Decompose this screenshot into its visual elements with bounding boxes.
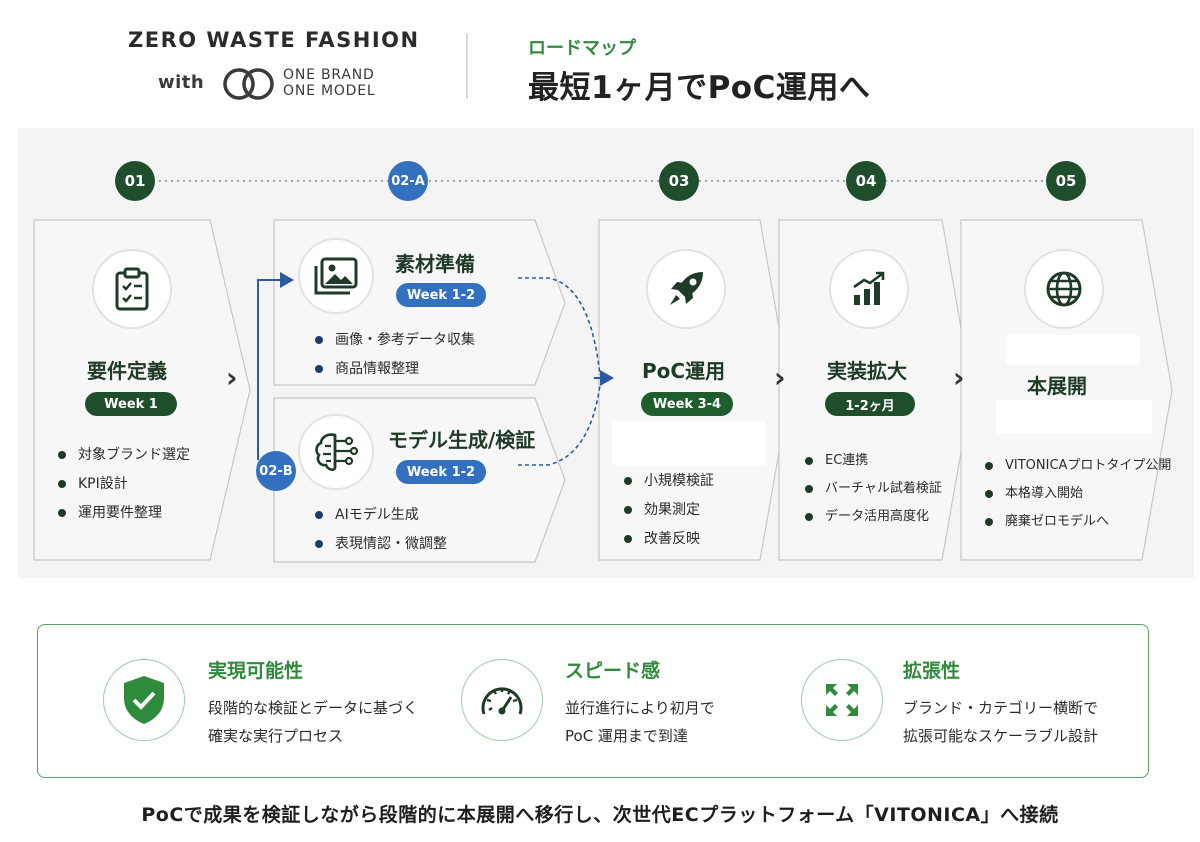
chevron-right-icon: › xyxy=(774,361,786,394)
step-icon-02a xyxy=(298,238,374,314)
feature-desc-feasibility: 段階的な検証とデータに基づく 確実な実行プロセス xyxy=(208,694,418,750)
feature-desc-line: ブランド・カテゴリー横断で xyxy=(903,699,1099,717)
step-bullets-05: VITONICAプロトタイプ公開 本格導入開始 廃棄ゼロモデルへ xyxy=(983,457,1171,541)
redacted-area xyxy=(996,400,1152,434)
merge-connector-a xyxy=(518,277,601,376)
step-number-02a: 02-A xyxy=(388,161,428,201)
feature-desc-line: 拡張可能なスケーラブル設計 xyxy=(903,727,1099,745)
step-bullets-04: EC連携 バーチャル試着検証 データ活用高度化 xyxy=(803,452,942,536)
step-period-02b: Week 1-2 xyxy=(396,460,486,484)
footer-statement: PoCで成果を検証しながら段階的に本展開へ移行し、次世代ECプラットフォーム「V… xyxy=(141,804,1059,826)
roadmap-label: ロードマップ xyxy=(528,38,636,59)
redacted-area xyxy=(1006,335,1140,365)
list-item: VITONICAプロトタイプ公開 xyxy=(983,457,1171,485)
ai-brain-icon xyxy=(315,433,359,471)
list-item: KPI設計 xyxy=(56,475,190,504)
list-item: 廃棄ゼロモデルへ xyxy=(983,513,1171,541)
list-item: 小規模検証 xyxy=(622,472,714,501)
step-bullets-03: 小規模検証 効果測定 改善反映 xyxy=(622,472,714,559)
step-number-04: 04 xyxy=(846,161,886,201)
step-icon-02b xyxy=(298,414,374,490)
image-gallery-icon xyxy=(314,257,358,295)
brand-one-brand: ONE BRAND xyxy=(283,67,375,83)
merge-connector-b xyxy=(518,384,601,466)
list-item: データ活用高度化 xyxy=(803,508,942,536)
brand-name: ZERO WASTE FASHION xyxy=(128,28,420,52)
step-bullets-02a: 画像・参考データ収集 商品情報整理 xyxy=(313,331,475,389)
shield-check-icon xyxy=(124,676,164,724)
list-item: 本格導入開始 xyxy=(983,485,1171,513)
list-item: 画像・参考データ収集 xyxy=(313,331,475,360)
list-item: 改善反映 xyxy=(622,530,714,559)
step-icon-03 xyxy=(646,249,726,329)
chevron-right-icon: › xyxy=(953,361,965,394)
card-shape-01 xyxy=(33,219,251,561)
card-shape-05 xyxy=(960,219,1173,561)
feature-icon-scalability xyxy=(801,659,883,741)
step-period-01: Week 1 xyxy=(85,392,177,416)
step-number-05: 05 xyxy=(1046,161,1086,201)
step-period-02a: Week 1-2 xyxy=(396,283,486,307)
step-title-05: 本展開 xyxy=(1027,374,1087,398)
header-divider xyxy=(466,33,468,99)
step-number-01: 01 xyxy=(115,161,155,201)
list-item: 商品情報整理 xyxy=(313,360,475,389)
list-item: 効果測定 xyxy=(622,501,714,530)
step-number-03: 03 xyxy=(659,161,699,201)
list-item: 表現情認・微調整 xyxy=(313,535,447,564)
chevron-right-icon: › xyxy=(226,361,238,394)
feature-desc-line: PoC 運用まで到達 xyxy=(565,727,688,745)
step-title-04: 実装拡大 xyxy=(827,359,907,383)
feature-desc-scalability: ブランド・カテゴリー横断で 拡張可能なスケーラブル設計 xyxy=(903,694,1098,750)
list-item: バーチャル試着検証 xyxy=(803,480,942,508)
branch-connector-a xyxy=(257,272,294,460)
clipboard-checklist-icon xyxy=(115,267,149,311)
step-number-02b: 02-B xyxy=(256,451,296,491)
globe-icon xyxy=(1046,271,1082,307)
step-icon-05 xyxy=(1024,249,1104,329)
feature-desc-speed: 並行進行により初月で PoC 運用まで到達 xyxy=(565,694,715,750)
list-item: EC連携 xyxy=(803,452,942,480)
card-shape-03 xyxy=(598,219,791,561)
step-period-04: 1-2ヶ月 xyxy=(825,392,915,416)
step-icon-01 xyxy=(92,249,172,329)
list-item: AIモデル生成 xyxy=(313,506,447,535)
feature-icon-speed xyxy=(461,659,543,741)
roadmap-title: 最短1ヶ月でPoC運用へ xyxy=(528,70,871,106)
one-brand-logo-icon xyxy=(223,68,274,100)
expand-arrows-icon xyxy=(826,684,858,716)
brand-sub-logo: ONE BRAND ONE MODEL xyxy=(283,67,376,99)
redacted-area xyxy=(612,421,766,465)
feature-desc-line: 確実な実行プロセス xyxy=(208,727,344,745)
features-box xyxy=(37,624,1149,778)
step-title-02b: モデル生成/検証 xyxy=(388,428,536,452)
list-item: 運用要件整理 xyxy=(56,504,190,533)
list-item: 対象ブランド選定 xyxy=(56,446,190,475)
feature-desc-line: 段階的な検証とデータに基づく xyxy=(208,699,419,717)
step-title-01: 要件定義 xyxy=(87,359,167,383)
brand-one-model: ONE MODEL xyxy=(283,83,376,99)
step-icon-04 xyxy=(829,249,909,329)
speedometer-icon xyxy=(481,687,523,715)
growth-chart-icon xyxy=(853,271,885,305)
step-period-03: Week 3-4 xyxy=(641,392,733,416)
card-shape-04 xyxy=(778,219,973,561)
rocket-icon xyxy=(670,272,703,305)
feature-title-speed: スピード感 xyxy=(565,660,661,682)
step-bullets-01: 対象ブランド選定 KPI設計 運用要件整理 xyxy=(56,446,190,533)
step-title-03: PoC運用 xyxy=(642,359,726,383)
feature-icon-feasibility xyxy=(103,659,185,741)
feature-title-feasibility: 実現可能性 xyxy=(208,660,304,682)
step-bullets-02b: AIモデル生成 表現情認・微調整 xyxy=(313,506,447,564)
brand-with-text: with xyxy=(158,72,205,93)
feature-desc-line: 並行進行により初月で xyxy=(565,699,715,717)
step-title-02a: 素材準備 xyxy=(395,252,475,276)
feature-title-scalability: 拡張性 xyxy=(903,660,961,682)
